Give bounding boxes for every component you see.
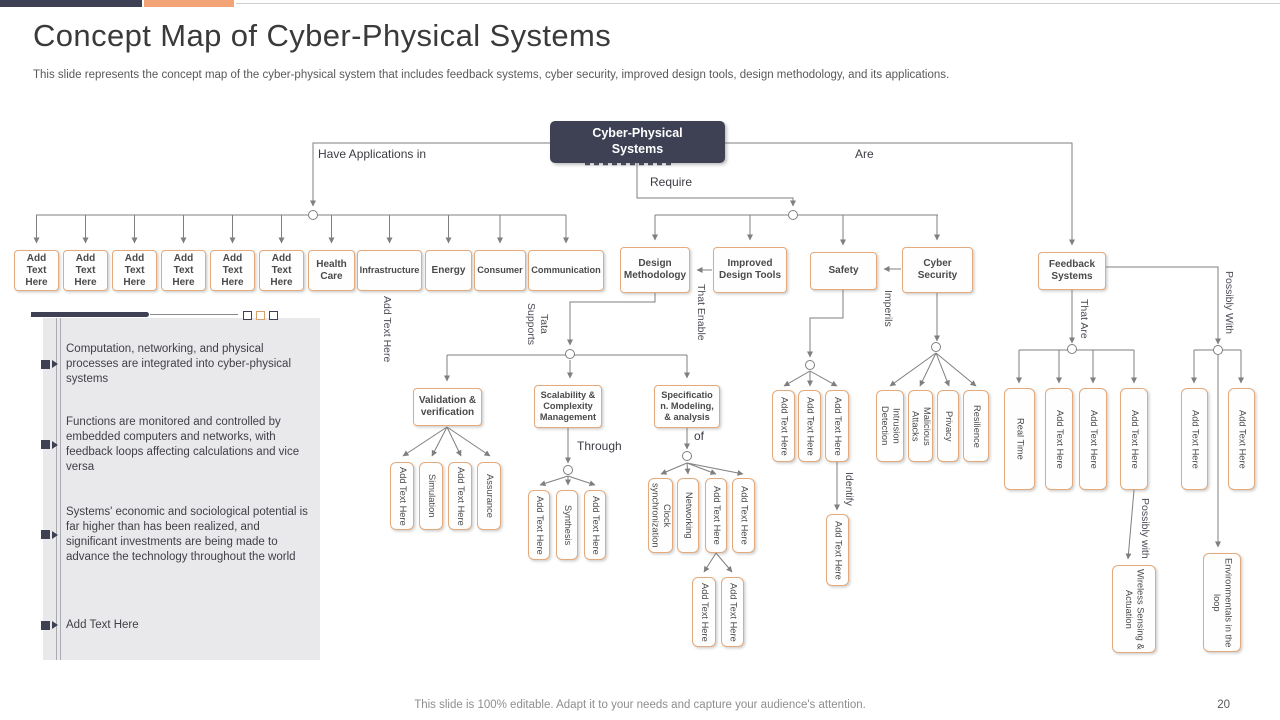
node-synthesis[interactable]: Synthesis — [556, 490, 578, 560]
node-wireless-sensing-actuation[interactable]: Wireless Sensing & Actuation — [1112, 565, 1156, 653]
node-add-text[interactable]: Add Text Here — [772, 390, 795, 462]
node-add-text[interactable]: Add Text Here — [1181, 388, 1208, 490]
sidebar-bullet: Functions are monitored and controlled b… — [41, 415, 313, 475]
top-accent-bar-dark — [0, 0, 142, 7]
node-scalability-complexity[interactable]: Scalability & Complexity Management — [534, 385, 602, 428]
square-marker-icon — [256, 311, 265, 320]
bullet-square-arrow-icon — [41, 530, 58, 540]
node-add-text[interactable]: Add Text Here — [798, 390, 821, 462]
edge-label-through: Through — [577, 439, 622, 453]
edge-label-tata-supports: Tata Supports — [525, 302, 551, 346]
node-cyber-security[interactable]: Cyber Security — [902, 247, 973, 293]
top-divider-line — [236, 3, 1280, 4]
edge-label-that-are: That Are — [1078, 299, 1091, 339]
node-add-text[interactable]: Add Text Here — [528, 490, 550, 560]
footer-note: This slide is 100% editable. Adapt it to… — [414, 699, 866, 711]
node-intrusion-detection[interactable]: Intrusion Detection — [876, 390, 904, 462]
node-malicious-attacks[interactable]: Malicious Attacks — [908, 390, 933, 462]
node-add-text[interactable]: Add Text Here — [161, 250, 206, 291]
node-add-text[interactable]: Add Text Here — [705, 478, 727, 553]
bullet-square-arrow-icon — [41, 620, 58, 630]
bullet-text: Computation, networking, and physical pr… — [66, 343, 292, 385]
node-resilience[interactable]: Resilience — [963, 390, 989, 462]
bullet-text: Add Text Here — [66, 619, 139, 631]
sidebar-divider-line — [60, 318, 61, 660]
node-validation-verification[interactable]: Validation & verification — [413, 388, 482, 426]
edge-label-of: of — [694, 429, 705, 443]
bullet-text: Systems' economic and sociological poten… — [66, 506, 308, 563]
node-simulation[interactable]: Simulation — [419, 462, 443, 530]
edge-label-identify: Identify — [843, 472, 856, 506]
top-accent-bar-orange — [144, 0, 234, 7]
bullet-square-arrow-icon — [41, 359, 58, 369]
node-add-text[interactable]: Add Text Here — [692, 577, 716, 647]
node-assurance[interactable]: Assurance — [477, 462, 501, 530]
node-add-text[interactable]: Add Text Here — [1120, 388, 1148, 490]
node-add-text[interactable]: Add Text Here — [732, 478, 755, 553]
page-number: 20 — [1217, 699, 1230, 711]
square-marker-icon — [243, 311, 252, 320]
node-networking[interactable]: Networking — [677, 478, 699, 553]
node-improved-design-tools[interactable]: Improved Design Tools — [713, 247, 787, 293]
node-infrastructure[interactable]: Infrastructure — [357, 250, 422, 291]
sidebar-bullet: Add Text Here — [41, 618, 313, 633]
edge-label-add-text-vertical: Add Text Here — [381, 295, 394, 363]
sidebar-divider-line — [56, 318, 57, 660]
bullet-text: Functions are monitored and controlled b… — [66, 416, 300, 473]
sidebar-progress-bar — [31, 312, 149, 317]
page-title: Concept Map of Cyber-Physical Systems — [33, 18, 612, 53]
node-communication[interactable]: Communication — [528, 250, 604, 291]
node-add-text[interactable]: Add Text Here — [14, 250, 59, 291]
node-safety[interactable]: Safety — [810, 252, 877, 290]
node-add-text[interactable]: Add Text Here — [259, 250, 304, 291]
node-add-text[interactable]: Add Text Here — [63, 250, 108, 291]
node-add-text[interactable]: Add Text Here — [448, 462, 472, 530]
edge-label-that-enable: That Enable — [695, 283, 708, 341]
node-add-text[interactable]: Add Text Here — [1228, 388, 1255, 490]
square-marker-icon — [269, 311, 278, 320]
node-add-text[interactable]: Add Text Here — [584, 490, 606, 560]
node-real-time[interactable]: Real Time — [1004, 388, 1035, 490]
node-clock-synchronization[interactable]: Clock synchronization — [648, 478, 673, 553]
node-privacy[interactable]: Privacy — [937, 390, 959, 462]
node-cyber-physical-systems[interactable]: Cyber-Physical Systems — [550, 121, 725, 163]
node-design-methodology[interactable]: Design Methodology — [620, 247, 690, 293]
edge-label-possibly-with: Possibly With — [1223, 271, 1236, 335]
sidebar-bullet: Systems' economic and sociological poten… — [41, 505, 313, 565]
node-health-care[interactable]: Health Care — [308, 250, 355, 291]
node-consumer[interactable]: Consumer — [474, 250, 526, 291]
node-add-text[interactable]: Add Text Here — [825, 390, 849, 462]
node-add-text[interactable]: Add Text Here — [390, 462, 414, 530]
page-subtitle: This slide represents the concept map of… — [33, 69, 950, 81]
sidebar-bullet: Computation, networking, and physical pr… — [41, 342, 313, 387]
node-add-text[interactable]: Add Text Here — [826, 514, 849, 586]
node-add-text[interactable]: Add Text Here — [112, 250, 157, 291]
node-add-text[interactable]: Add Text Here — [1079, 388, 1107, 490]
node-add-text[interactable]: Add Text Here — [721, 577, 744, 647]
node-add-text[interactable]: Add Text Here — [1045, 388, 1073, 490]
sidebar-progress-track — [150, 314, 238, 315]
node-environmentals-in-the-loop[interactable]: Environmentals in the loop — [1203, 553, 1241, 652]
bullet-square-arrow-icon — [41, 440, 58, 450]
node-feedback-systems[interactable]: Feedback Systems — [1038, 252, 1106, 290]
edge-label-are: Are — [855, 147, 874, 161]
edge-label-require: Require — [650, 175, 693, 189]
sidebar-panel — [43, 318, 320, 660]
node-energy[interactable]: Energy — [425, 250, 472, 291]
edge-label-have-applications-in: Have Applications in — [318, 147, 427, 161]
node-specification-modeling[interactable]: Specificatio n. Modeling, & analysis — [654, 385, 720, 428]
node-add-text[interactable]: Add Text Here — [210, 250, 255, 291]
edge-label-imperils: Imperils — [882, 289, 895, 327]
edge-label-possibly-with-lower: Possibly with — [1139, 497, 1152, 559]
